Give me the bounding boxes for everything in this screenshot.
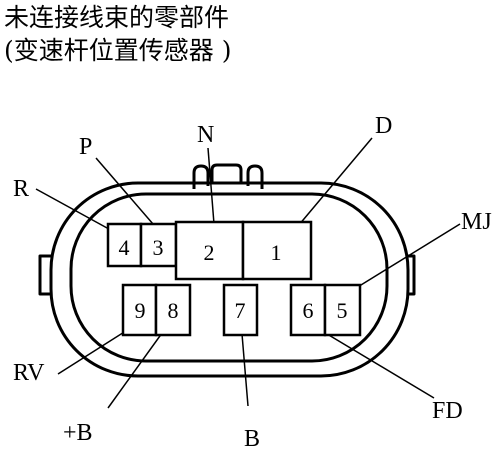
callout-mj: MJ: [461, 209, 492, 235]
callout-d: D: [375, 113, 392, 139]
pin-cavity-2: [174, 220, 245, 281]
connector-nub-left: [192, 164, 210, 189]
callout-fd: FD: [432, 398, 463, 424]
pin-label-4: 4: [119, 235, 130, 260]
pin-label-8: 8: [168, 298, 179, 323]
pin-label-2: 2: [204, 240, 215, 265]
pin-label-1: 1: [271, 240, 282, 265]
leader-n: [207, 147, 215, 225]
pin-label-7: 7: [235, 298, 246, 323]
callout-p: P: [79, 134, 92, 160]
pin-cavity-3: [139, 222, 178, 268]
leader-p: [95, 157, 154, 225]
pin-cavity-8: [154, 283, 192, 337]
callout-plus-b: +B: [63, 420, 93, 446]
pin-cavity-5: [323, 283, 362, 337]
callout-n: N: [197, 122, 214, 148]
leader-mj: [347, 223, 461, 294]
leader-d: [292, 137, 373, 233]
connector-inner-shell: [69, 192, 389, 363]
pin-cavity-1: [241, 220, 313, 281]
diagram-title: 未连接线束的零部件: [4, 3, 230, 32]
pin-cavity-6: [289, 283, 327, 337]
pin-cavity-7: [222, 283, 259, 337]
callout-rv: RV: [13, 360, 45, 386]
pin-label-3: 3: [153, 235, 164, 260]
callout-r: R: [13, 176, 29, 202]
leader-r: [35, 188, 119, 235]
leader-plus-b: [107, 321, 171, 409]
connector-nub-right: [246, 164, 264, 189]
diagram-subtitle: (变速杆位置传感器 ): [4, 36, 232, 65]
callout-b: B: [244, 426, 260, 449]
connector-latch: [210, 163, 243, 188]
pin-label-6: 6: [303, 298, 314, 323]
pin-label-5: 5: [337, 298, 348, 323]
pin-label-9: 9: [135, 298, 146, 323]
